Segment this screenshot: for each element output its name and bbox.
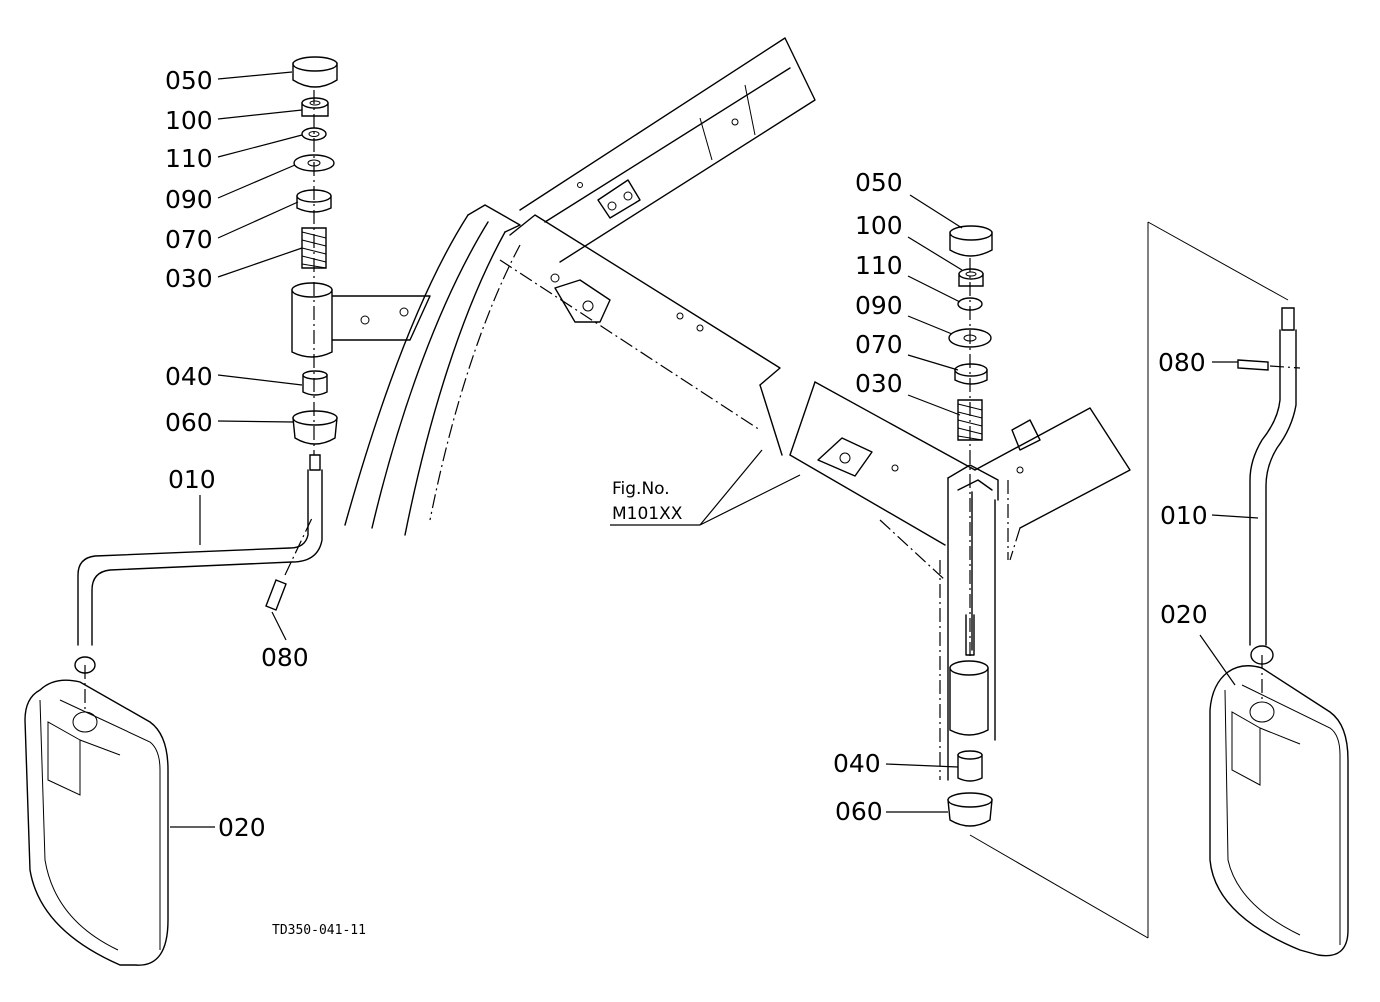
- label-left-060: 060: [165, 408, 213, 437]
- cup-060: [947, 792, 993, 827]
- mirror-020: [24, 665, 169, 966]
- nut-100: [301, 97, 329, 117]
- label-left-090: 090: [165, 185, 213, 214]
- label-left-050: 050: [165, 66, 213, 95]
- collar-040: [302, 370, 328, 396]
- label-right-090: 090: [855, 291, 903, 320]
- cap-050: [292, 56, 338, 88]
- label-left-010: 010: [168, 465, 216, 494]
- label-right-070: 070: [855, 330, 903, 359]
- nut-100: [958, 268, 984, 287]
- leader-lines: [170, 71, 1259, 828]
- part-labels: 050 100 110 090 070 030 040 060 010 080 …: [165, 66, 1208, 938]
- stay-rod-010: [1249, 307, 1297, 665]
- collar-040: [957, 750, 983, 782]
- label-side-080: 080: [1158, 348, 1206, 377]
- label-left-030: 030: [165, 264, 213, 293]
- label-side-010: 010: [1160, 501, 1208, 530]
- label-right-100: 100: [855, 211, 903, 240]
- label-right-110: 110: [855, 251, 903, 280]
- right-mirror-assembly: [947, 225, 1149, 939]
- pin-080: [265, 517, 313, 611]
- label-left-020: 020: [218, 813, 266, 842]
- label-right-040: 040: [833, 749, 881, 778]
- cup-060: [292, 410, 338, 445]
- label-left-040: 040: [165, 362, 213, 391]
- label-left-110: 110: [165, 144, 213, 173]
- label-right-050: 050: [855, 168, 903, 197]
- fig-ref-line1: Fig.No.: [612, 479, 670, 499]
- pin-080: [1237, 359, 1301, 371]
- label-right-060: 060: [835, 797, 883, 826]
- cab-frame: [329, 37, 1131, 781]
- left-mirror-assembly: [24, 56, 338, 966]
- drawing-code: TD350-041-11: [272, 923, 366, 938]
- label-left-080: 080: [261, 643, 309, 672]
- label-left-100: 100: [165, 106, 213, 135]
- pivot-tube: [949, 660, 989, 736]
- side-view-mirror: [1147, 221, 1349, 957]
- fig-ref-line2: M101XX: [612, 504, 683, 524]
- label-left-070: 070: [165, 225, 213, 254]
- label-side-020: 020: [1160, 600, 1208, 629]
- pivot-tube: [291, 282, 333, 358]
- bushing-070: [954, 363, 988, 385]
- cap-050: [949, 225, 993, 257]
- mirror-020: [1209, 655, 1349, 957]
- label-right-030: 030: [855, 369, 903, 398]
